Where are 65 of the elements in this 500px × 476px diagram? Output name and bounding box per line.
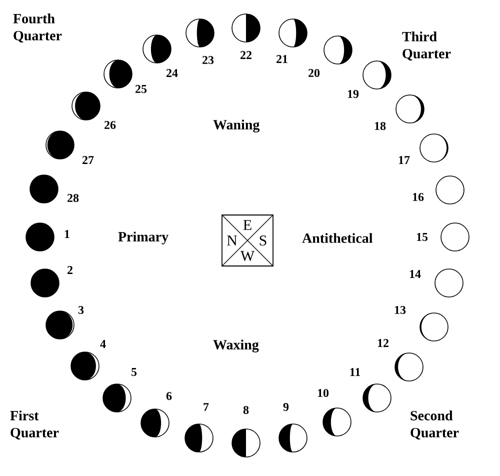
phase-number: 25 xyxy=(136,84,147,94)
phase-number: 24 xyxy=(166,69,178,77)
moon-phase xyxy=(232,428,260,458)
phase-number: 11 xyxy=(350,368,360,376)
compass-box: E N S W xyxy=(222,214,274,266)
moon-phase xyxy=(184,424,214,452)
phase-number: 17 xyxy=(398,156,410,164)
moon-phase xyxy=(394,352,424,382)
phase-number: 21 xyxy=(276,55,288,63)
label: Waning xyxy=(213,120,260,132)
moon-phase xyxy=(322,408,352,436)
phase-number: 18 xyxy=(374,122,386,130)
phase-number: 22 xyxy=(240,51,252,59)
label: Second Quarter xyxy=(410,410,459,440)
moon-phase xyxy=(232,14,260,42)
phase-number: 14 xyxy=(410,270,421,278)
phase-number: 23 xyxy=(202,56,214,64)
phase-number: 19 xyxy=(348,90,359,98)
phase-number: 28 xyxy=(68,194,79,202)
label: Waxing xyxy=(213,340,259,352)
moon-phase xyxy=(324,36,352,64)
moon-phase xyxy=(72,92,100,120)
label: Primary xyxy=(118,232,168,244)
phase-number: 10 xyxy=(318,388,329,398)
moon-phase xyxy=(420,312,448,342)
moon-phase xyxy=(70,352,100,380)
moon-phase xyxy=(140,408,170,438)
phase-number: 26 xyxy=(104,120,116,130)
phase-number: 13 xyxy=(394,306,406,314)
phase-number: 1 xyxy=(64,230,70,238)
moon-phase xyxy=(102,384,132,412)
phase-number: 27 xyxy=(82,156,94,164)
phase-number: 8 xyxy=(243,406,249,414)
moon-phase xyxy=(440,222,470,252)
moon-phase xyxy=(278,18,308,48)
phase-number: 2 xyxy=(68,266,72,274)
moon-phase xyxy=(30,268,60,298)
moon-phase xyxy=(104,60,132,88)
phase-number: 3 xyxy=(78,306,84,314)
phase-number: 9 xyxy=(283,402,289,412)
moon-phase xyxy=(142,34,172,64)
moon-phase xyxy=(46,130,74,160)
phase-number: 16 xyxy=(412,192,424,202)
label: First Quarter xyxy=(10,410,59,440)
moon-phase xyxy=(396,94,424,124)
label: Third Quarter xyxy=(402,32,451,60)
moon-phase xyxy=(362,60,392,90)
moon-phase xyxy=(46,310,74,340)
moon-phase xyxy=(278,424,308,452)
moon-phase xyxy=(362,384,392,412)
phase-number: 5 xyxy=(132,368,137,376)
moon-phase xyxy=(186,18,214,48)
moon-phase xyxy=(420,134,448,162)
phase-number: 12 xyxy=(378,339,388,347)
moon-phase xyxy=(436,176,464,204)
phase-number: 15 xyxy=(416,232,428,242)
phase-number: 4 xyxy=(100,340,106,348)
moon-phase xyxy=(434,268,464,298)
label: Fourth Quarter xyxy=(13,14,62,42)
phase-number: 7 xyxy=(204,403,209,411)
phase-number: 20 xyxy=(308,68,320,78)
label: Antithetical xyxy=(302,233,373,243)
phase-number: 6 xyxy=(166,392,172,400)
moon-phase xyxy=(26,222,54,252)
moon-phase xyxy=(30,174,58,204)
